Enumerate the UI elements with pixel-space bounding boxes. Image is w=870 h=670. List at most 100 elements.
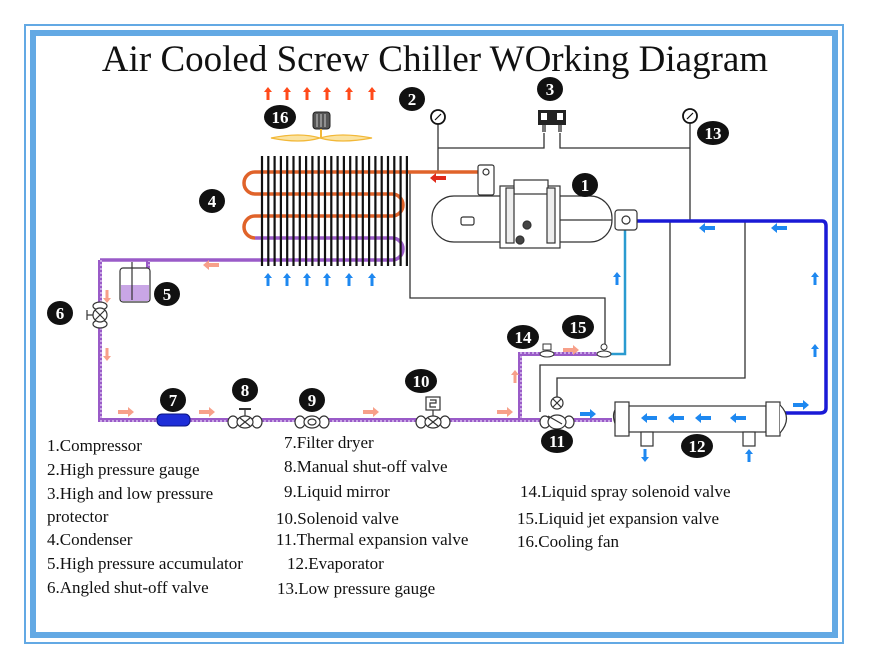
callout-number: 7 xyxy=(169,391,178,410)
liquid-flow-arrow xyxy=(497,407,513,417)
condenser-fins xyxy=(260,156,408,266)
callout-9: 9 xyxy=(299,388,325,412)
callout-number: 3 xyxy=(546,80,555,99)
injection-pipe xyxy=(605,222,627,356)
callout-number: 16 xyxy=(272,108,289,127)
liquid-flow-arrow xyxy=(103,290,111,303)
legend-item: 8.Manual shut-off valve xyxy=(284,457,448,476)
inner-border xyxy=(30,30,838,638)
callout-number: 14 xyxy=(515,328,533,347)
injection-flow-arrow xyxy=(613,272,621,285)
legend-item: 3.High and low pressure xyxy=(47,484,214,503)
liquid-flow-arrow xyxy=(511,370,519,383)
callout-number: 1 xyxy=(581,176,590,195)
legend-item: 14.Liquid spray solenoid valve xyxy=(520,482,731,501)
callout-14: 14 xyxy=(507,325,539,349)
txv-bulb-line xyxy=(556,220,746,402)
callout-6: 6 xyxy=(47,301,73,325)
intake-air-arrow xyxy=(368,273,376,286)
solenoid-valve xyxy=(415,396,451,429)
liquid-flow-arrow xyxy=(363,407,379,417)
cooling-fan xyxy=(270,111,373,142)
suction-flow-arrow xyxy=(811,272,819,285)
outer-border xyxy=(24,24,844,644)
high-pressure-gauge xyxy=(430,109,446,125)
refrigerant-flow-arrow xyxy=(580,409,596,419)
low-pressure-gauge xyxy=(682,108,698,124)
liquid-flow-arrow xyxy=(563,345,579,355)
compressor xyxy=(431,164,638,249)
angled-shut-off-valve xyxy=(86,301,108,329)
hot-air-arrow xyxy=(368,87,376,100)
legend-item: protector xyxy=(47,507,109,526)
callout-number: 15 xyxy=(570,318,587,337)
hot-air-arrow xyxy=(323,87,331,100)
intake-air-arrow xyxy=(264,273,272,286)
legend-item: 1.Compressor xyxy=(47,436,142,455)
callout-13: 13 xyxy=(697,121,729,145)
callout-number: 4 xyxy=(208,192,217,211)
pressure-protector xyxy=(538,110,566,132)
callout-4: 4 xyxy=(199,189,225,213)
legend-item: 7.Filter dryer xyxy=(284,433,374,452)
callout-5: 5 xyxy=(154,282,180,306)
legend-item: 4.Condenser xyxy=(47,530,133,549)
liquid-spray-solenoid-valve xyxy=(539,343,555,358)
callout-10: 10 xyxy=(405,369,437,393)
txv-equalizer-line xyxy=(539,220,671,412)
intake-air-arrow xyxy=(283,273,291,286)
callout-number: 10 xyxy=(413,372,430,391)
callout-number: 8 xyxy=(241,381,250,400)
discharge-flow-arrow xyxy=(430,173,446,183)
flow-arrows xyxy=(103,173,819,462)
liquid-mirror xyxy=(294,415,330,429)
evaporator-flow-arrow xyxy=(641,413,657,423)
callout-1: 1 xyxy=(572,173,598,197)
callout-number: 13 xyxy=(705,124,722,143)
callout-7: 7 xyxy=(160,388,186,412)
chilled-water-in-arrow xyxy=(745,449,753,462)
liquid-flow-arrow xyxy=(103,348,111,361)
callout-3: 3 xyxy=(537,77,563,101)
chilled-water-out-arrow xyxy=(641,449,649,462)
evaporator-flow-arrow xyxy=(730,413,746,423)
hot-air-arrows xyxy=(264,87,376,100)
protector-line-low xyxy=(559,133,690,149)
legend-item: 11.Thermal expansion valve xyxy=(276,530,469,549)
suction-flow-arrow xyxy=(811,344,819,357)
hot-air-arrow xyxy=(303,87,311,100)
callout-15: 15 xyxy=(562,315,594,339)
callout-11: 11 xyxy=(541,429,573,453)
liquid-flow-arrow xyxy=(118,407,134,417)
callout-2: 2 xyxy=(399,87,425,111)
high-pressure-accumulator xyxy=(119,262,151,303)
suction-flow-arrow xyxy=(793,400,809,410)
legend-item: 2.High pressure gauge xyxy=(47,460,200,479)
intake-air-arrows xyxy=(264,273,376,286)
thermal-expansion-valve xyxy=(539,396,575,430)
evaporator-flow-arrow xyxy=(668,413,684,423)
hot-air-arrow xyxy=(283,87,291,100)
hot-air-arrow xyxy=(264,87,272,100)
legend-item: 15.Liquid jet expansion valve xyxy=(517,509,720,528)
callout-number: 11 xyxy=(549,432,565,451)
spray-sense-line xyxy=(409,172,606,350)
callout-number: 5 xyxy=(163,285,172,304)
intake-air-arrow xyxy=(323,273,331,286)
legend-item: 16.Cooling fan xyxy=(517,532,619,551)
evaporator-flow-arrow xyxy=(695,413,711,423)
callout-number: 2 xyxy=(408,90,417,109)
discharge-pipe xyxy=(242,170,488,240)
callout-number: 6 xyxy=(56,304,65,323)
protector-line-high xyxy=(438,133,545,149)
control-lines xyxy=(409,122,746,412)
diagram-title: Air Cooled Screw Chiller WOrking Diagram xyxy=(101,39,769,80)
legend-item: 10.Solenoid valve xyxy=(276,509,399,528)
callout-12: 12 xyxy=(681,434,713,458)
callout-number: 9 xyxy=(308,391,317,410)
suction-flow-arrow xyxy=(771,223,787,233)
liquid-flow-arrow xyxy=(199,407,215,417)
callout-number: 12 xyxy=(689,437,706,456)
